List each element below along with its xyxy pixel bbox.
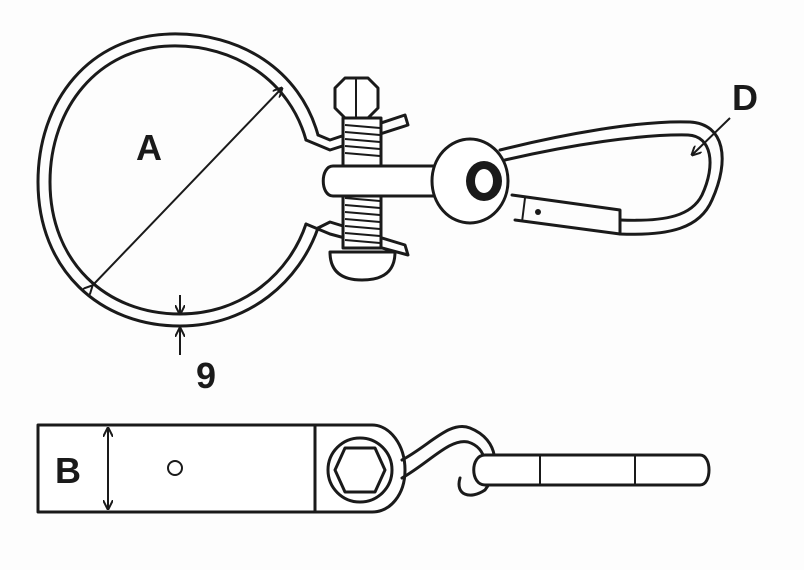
snap-hook <box>498 120 724 236</box>
label-a: A <box>136 127 162 168</box>
bolt-thread <box>344 124 381 244</box>
dimension-thickness: 9 <box>180 295 216 396</box>
dimension-b: B <box>55 428 108 509</box>
swivel-eye <box>430 137 510 225</box>
clamp-ring-top-view <box>36 32 410 328</box>
dimension-d: D <box>692 77 758 155</box>
snap-hook-side-view <box>472 453 711 487</box>
dimension-a: A <box>92 88 282 286</box>
label-b: B <box>55 450 81 491</box>
clamp-side-view <box>36 423 497 514</box>
label-thickness: 9 <box>196 355 216 396</box>
label-d: D <box>732 77 758 118</box>
